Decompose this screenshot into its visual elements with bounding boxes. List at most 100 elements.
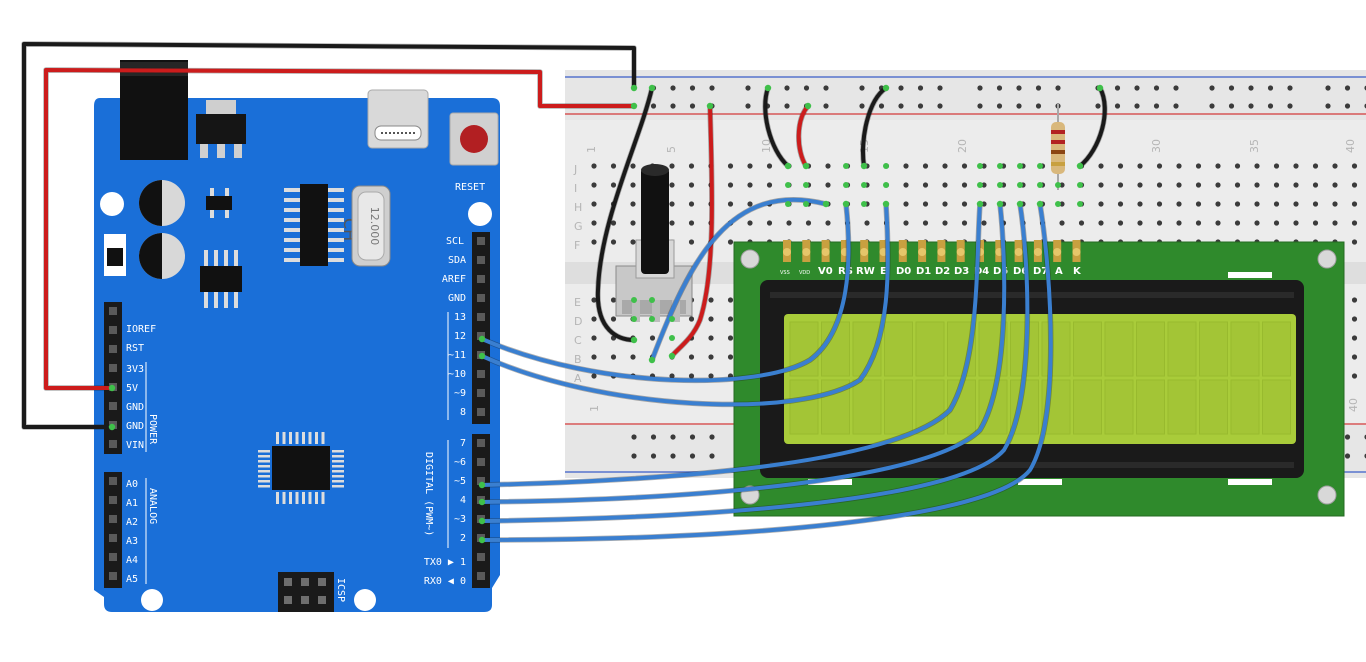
rail-hole (898, 85, 904, 91)
connected-hole (997, 182, 1003, 188)
breadboard-hole (1195, 163, 1202, 169)
pin-label-sda: SDA (448, 255, 466, 266)
mcu-pin (258, 450, 270, 453)
usb-c-icon[interactable] (367, 89, 429, 149)
rail-hole (1016, 85, 1022, 91)
breadboard-hole (922, 163, 929, 169)
breadboard-hole (1254, 201, 1260, 207)
pin-label-rst: RST (126, 343, 144, 354)
breadboard-hole (591, 354, 597, 360)
breadboard-hole (825, 182, 831, 188)
header-pin (477, 553, 485, 561)
mcu-pin (302, 432, 305, 444)
breadboard-hole (747, 220, 753, 226)
breadboard-hole (591, 220, 597, 226)
breadboard-hole (1234, 220, 1241, 226)
connected-hole (997, 163, 1003, 169)
breadboard-hole (1273, 182, 1280, 188)
wire-end (630, 102, 638, 110)
breadboard-hole (591, 239, 597, 245)
mcu-pin (295, 492, 299, 504)
lcd-pin-label-vdd: VDD (799, 270, 810, 276)
column-number: 10 (760, 139, 773, 153)
breadboard-hole (591, 316, 597, 322)
wire-end (648, 356, 656, 364)
connected-hole (977, 182, 983, 188)
breadboard-hole (1312, 220, 1319, 226)
pin-label-vin: VIN (126, 440, 144, 451)
reset-button[interactable] (449, 112, 499, 166)
rail-hole (670, 453, 676, 459)
header-pin (477, 458, 485, 466)
breadboard-hole (610, 354, 617, 360)
wire-end (802, 162, 810, 170)
power-header (104, 302, 122, 454)
breadboard-hole (1195, 220, 1202, 226)
breadboard-hole (1117, 182, 1124, 188)
breadboard-hole (1215, 220, 1221, 226)
breadboard-hole (922, 220, 929, 226)
lcd-char-cell (1073, 379, 1102, 435)
ic-chip-small (200, 250, 242, 308)
row-letter: D (574, 315, 582, 328)
lcd-pin-head (918, 248, 927, 256)
breadboard-hole (1098, 163, 1104, 169)
breadboard-hole (1137, 220, 1143, 226)
column-number: 20 (956, 139, 969, 153)
mounting-hole (354, 589, 376, 611)
breadboard-hole (747, 163, 753, 169)
breadboard-hole (903, 163, 909, 169)
connected-hole (1077, 182, 1083, 188)
rail-hole (1344, 85, 1351, 91)
lcd-pin-head (956, 248, 965, 256)
lcd-pin-label-rw: RW (856, 266, 875, 277)
mcu-pin (258, 485, 270, 488)
pin-label-8: 8 (460, 407, 466, 418)
rail-hole (745, 103, 751, 109)
header-pin (109, 307, 117, 315)
rail-hole (670, 434, 676, 440)
mcu-pin (332, 450, 344, 453)
breadboard-hole (1332, 220, 1338, 226)
breadboard-hole (630, 201, 636, 207)
breadboard-hole (747, 182, 753, 188)
breadboard-hole (1351, 373, 1358, 379)
rail-hole (898, 103, 904, 109)
mcu-pin (282, 492, 286, 504)
lcd-pin-label-e: E (880, 266, 887, 277)
pin-label-3: ~3 (454, 514, 466, 525)
rail-hole (1114, 103, 1121, 109)
analog-group-label: ANALOG (147, 488, 158, 524)
breadboard-hole (1117, 201, 1124, 207)
lcd-char-cell (1073, 321, 1102, 377)
breadboard-hole (864, 220, 870, 226)
breadboard-hole (688, 316, 695, 322)
analog-header (104, 472, 122, 588)
rail-hole (1344, 453, 1351, 459)
breadboard-hole (903, 182, 909, 188)
breadboard-hole (1254, 220, 1260, 226)
breadboard-hole (1176, 163, 1182, 169)
header-pin (477, 294, 485, 302)
breadboard-hole (669, 373, 675, 379)
breadboard-hole (630, 220, 636, 226)
row-letter: H (574, 201, 582, 214)
pin-label-tx: TX0 ▶ 1 (424, 557, 466, 568)
lcd-char-cell (1136, 379, 1165, 435)
mcu-pin (282, 432, 286, 444)
rail-hole (1209, 103, 1215, 109)
transistor (206, 196, 232, 210)
wires (21, 41, 1108, 544)
breadboard-hole (766, 182, 773, 188)
breadboard-hole (1351, 354, 1358, 360)
header-pin (109, 440, 117, 448)
connected-hole (977, 163, 983, 169)
row-letter: C (574, 334, 582, 347)
connected-hole (1037, 163, 1043, 169)
pin-label-4: 4 (460, 495, 466, 506)
breadboard-hole (1273, 163, 1280, 169)
wire-end (648, 84, 656, 92)
rail-hole (784, 103, 790, 109)
breadboard-hole (1195, 201, 1202, 207)
vss-jumper (763, 86, 790, 168)
